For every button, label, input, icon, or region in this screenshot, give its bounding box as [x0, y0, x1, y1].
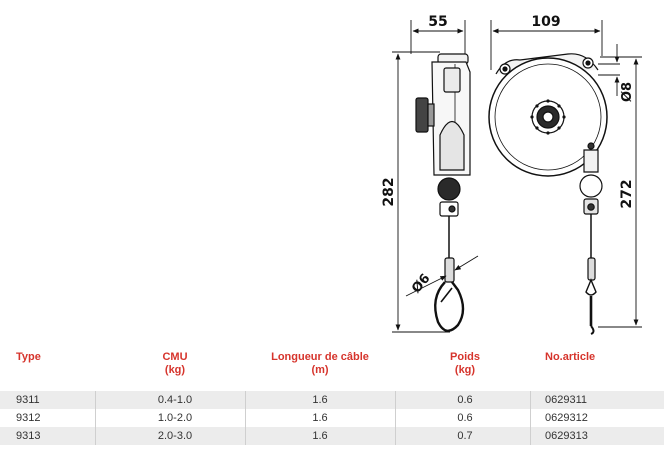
- spec-table: Type CMU (kg) Longueur de câble (m) Poid…: [0, 345, 664, 445]
- header-article: No.article: [545, 351, 596, 363]
- cell-article: 0629312: [545, 412, 588, 424]
- front-view: [488, 53, 608, 335]
- table-row: 9313 2.0-3.0 1.6 0.7 0629313: [0, 427, 664, 445]
- cell-weight: 0.7: [457, 430, 473, 442]
- cell-cmu: 0.4-1.0: [157, 394, 193, 406]
- cell-weight: 0.6: [457, 412, 473, 424]
- cell-type: 9311: [16, 394, 40, 406]
- header-weight: Poids (kg): [450, 351, 480, 376]
- header-cmu: CMU (kg): [162, 351, 188, 376]
- dim-side-width: 55: [428, 14, 447, 30]
- side-view: [415, 53, 471, 332]
- dim-side-height: 282: [381, 177, 397, 206]
- dim-front-width: 109: [531, 14, 560, 30]
- header-cable-length: Longueur de câble (m): [271, 351, 369, 376]
- table-header-row: Type CMU (kg) Longueur de câble (m) Poid…: [0, 345, 664, 391]
- cell-cable-length: 1.6: [312, 430, 328, 442]
- cell-cmu: 2.0-3.0: [157, 430, 193, 442]
- cell-cable-length: 1.6: [312, 394, 328, 406]
- cell-cmu: 1.0-2.0: [157, 412, 193, 424]
- header-type: Type: [16, 351, 41, 363]
- cell-article: 0629313: [545, 430, 588, 442]
- table-row: 9311 0.4-1.0 1.6 0.6 0629311: [0, 391, 664, 409]
- cell-type: 9312: [16, 412, 41, 424]
- dim-front-height: 272: [619, 179, 635, 208]
- cell-weight: 0.6: [457, 394, 473, 406]
- dimension-lines: [392, 20, 642, 333]
- cell-article: 0629311: [545, 394, 588, 406]
- table-row: 9312 1.0-2.0 1.6 0.6 0629312: [0, 409, 664, 427]
- technical-drawing: 55 109 282 272 Ø8 Ø6: [381, 14, 642, 335]
- cell-type: 9313: [16, 430, 41, 442]
- cell-cable-length: 1.6: [312, 412, 328, 424]
- dim-hook-hole: Ø8: [620, 82, 635, 102]
